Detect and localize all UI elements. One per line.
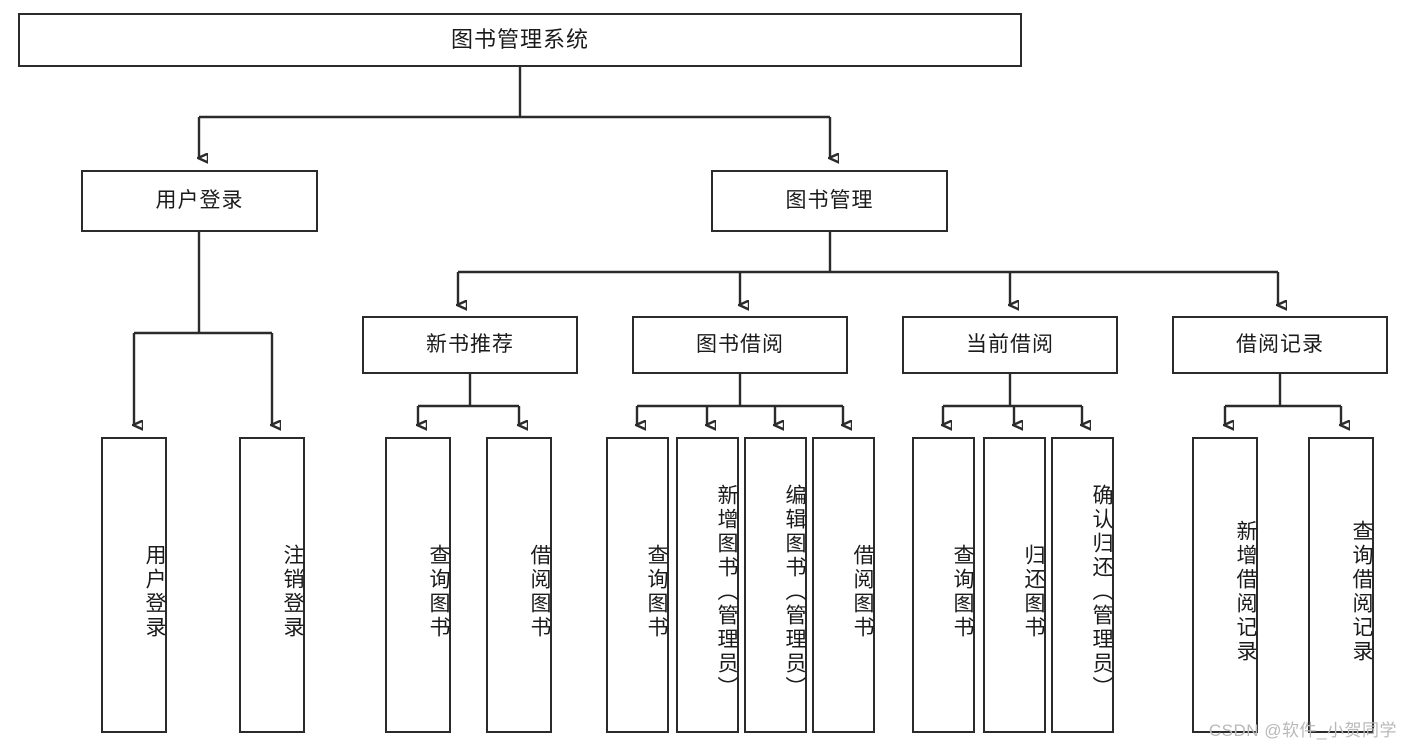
node-book-management[interactable]: 图书管理 <box>711 170 948 232</box>
node-label: 图书管理 <box>785 189 874 213</box>
leaf-query-borrow-record[interactable]: 查询借阅记录 <box>1308 437 1374 733</box>
node-label: 新书推荐 <box>426 333 514 357</box>
node-label: 借阅图书 <box>851 544 874 640</box>
node-book-borrow[interactable]: 图书借阅 <box>632 316 848 374</box>
leaf-logout[interactable]: 注销登录 <box>239 437 305 733</box>
node-label: 用户登录 <box>155 189 244 213</box>
leaf-user-login[interactable]: 用户登录 <box>101 437 167 733</box>
leaf-add-book-admin[interactable]: 新增图书（管理员） <box>676 437 739 733</box>
node-label: 新增借阅记录 <box>1234 520 1257 664</box>
leaf-edit-book-admin[interactable]: 编辑图书（管理员） <box>744 437 807 733</box>
leaf-query-book-recommend[interactable]: 查询图书 <box>385 437 451 733</box>
node-current-borrow[interactable]: 当前借阅 <box>902 316 1118 374</box>
leaf-query-book-current[interactable]: 查询图书 <box>912 437 975 733</box>
node-label: 借阅记录 <box>1236 333 1324 357</box>
watermark-text: CSDN @软件_小贺同学 <box>1208 721 1397 740</box>
node-root-label: 图书管理系统 <box>450 26 589 52</box>
node-label: 查询图书 <box>427 544 450 640</box>
node-label: 图书借阅 <box>696 333 784 357</box>
node-label: 借阅图书 <box>528 544 551 640</box>
node-root-system[interactable]: 图书管理系统 <box>18 13 1022 67</box>
node-label: 当前借阅 <box>966 333 1054 357</box>
node-label: 查询借阅记录 <box>1350 520 1373 664</box>
node-user-login[interactable]: 用户登录 <box>81 170 318 232</box>
node-label: 注销登录 <box>281 544 304 640</box>
leaf-query-book-borrow[interactable]: 查询图书 <box>606 437 669 733</box>
node-label: 用户登录 <box>143 544 166 640</box>
node-label: 归还图书 <box>1022 544 1045 640</box>
node-borrow-records[interactable]: 借阅记录 <box>1172 316 1388 374</box>
leaf-add-borrow-record[interactable]: 新增借阅记录 <box>1192 437 1258 733</box>
leaf-return-book[interactable]: 归还图书 <box>983 437 1046 733</box>
node-new-book-recommend[interactable]: 新书推荐 <box>362 316 578 374</box>
node-label: 查询图书 <box>951 544 974 640</box>
node-label: 新增图书（管理员） <box>715 484 738 700</box>
leaf-borrow-book[interactable]: 借阅图书 <box>812 437 875 733</box>
node-label: 编辑图书（管理员） <box>783 484 806 700</box>
node-label: 查询图书 <box>645 544 668 640</box>
node-label: 确认归还（管理员） <box>1090 484 1113 700</box>
leaf-confirm-return-admin[interactable]: 确认归还（管理员） <box>1051 437 1114 733</box>
leaf-borrow-book-recommend[interactable]: 借阅图书 <box>486 437 552 733</box>
